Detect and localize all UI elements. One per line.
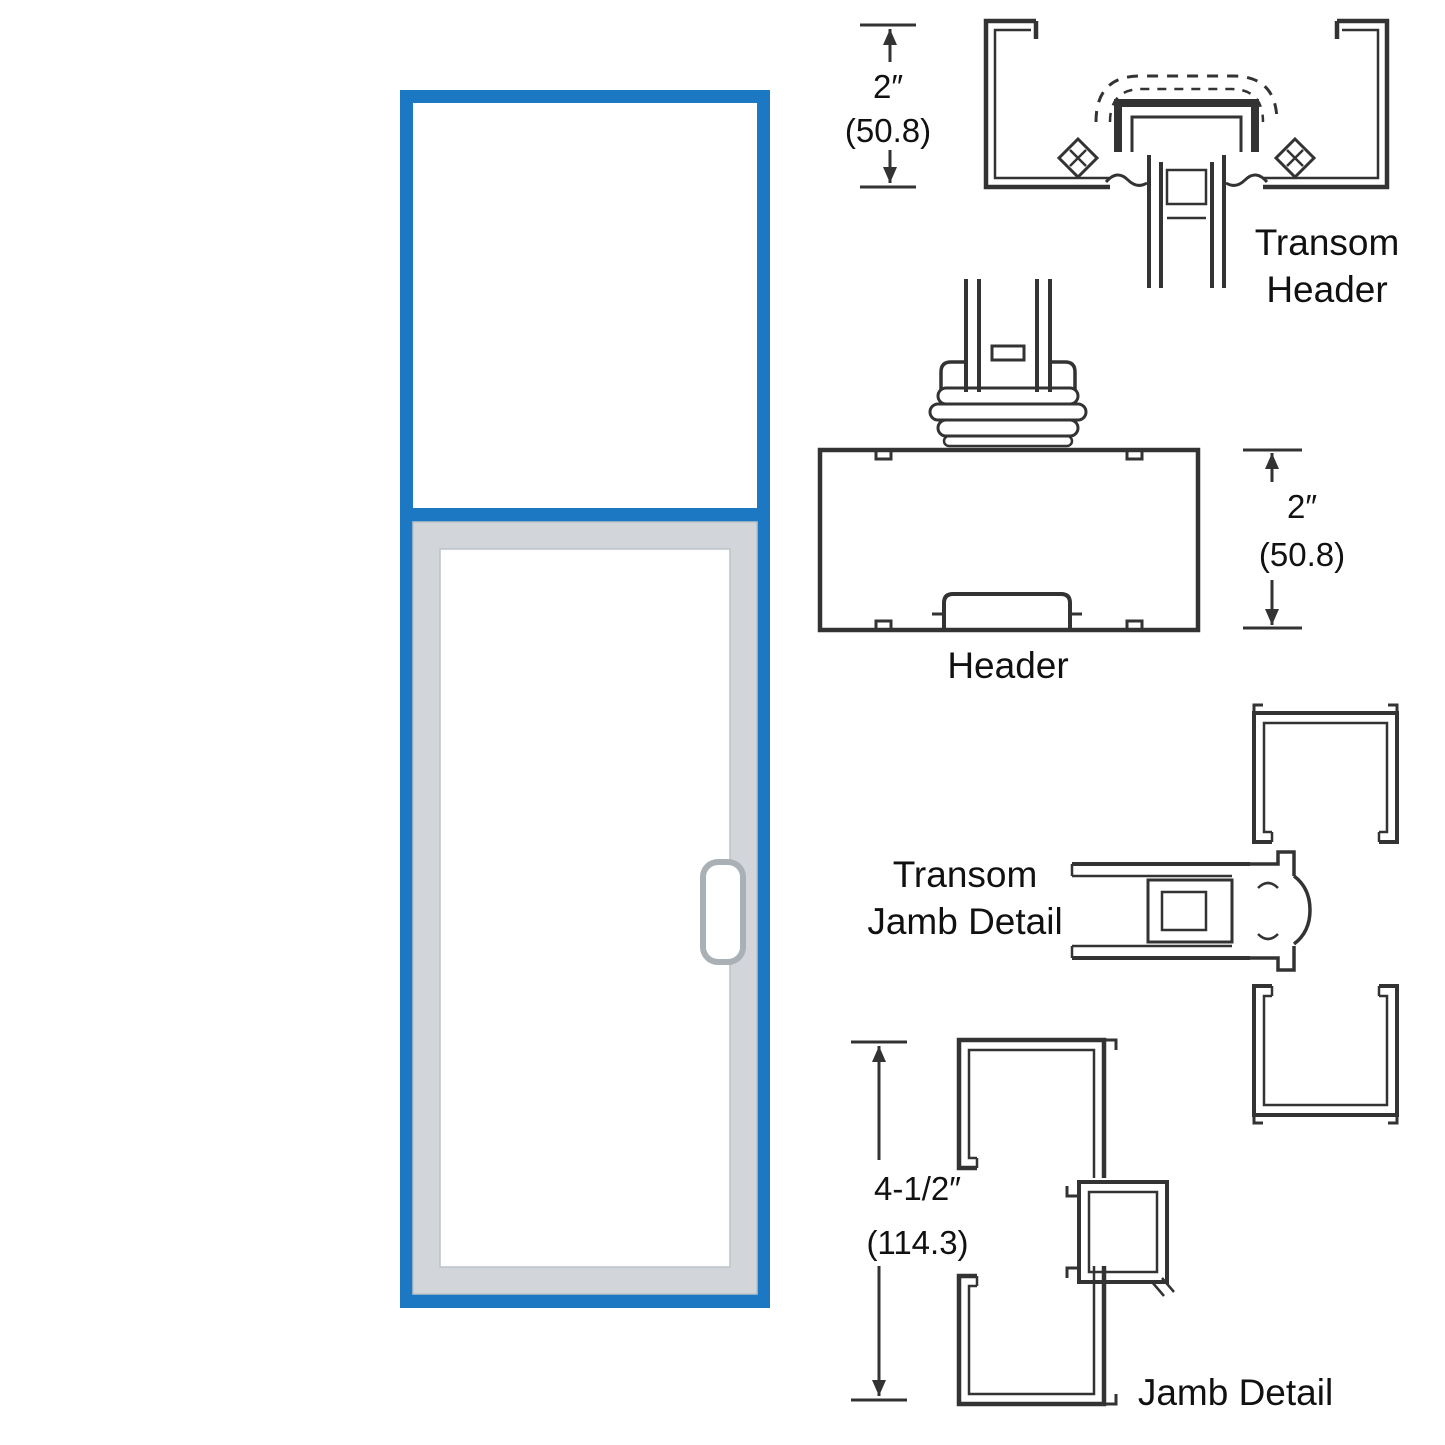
jamb-top-channel <box>956 1037 1107 1178</box>
transom-jamb-label: Transom Jamb Detail <box>845 851 1085 946</box>
transom-header-left-channel <box>983 18 1110 190</box>
transom-jamb-detail <box>1070 703 1399 1125</box>
elevation-frame-divider <box>400 508 770 522</box>
elevation-frame-right <box>757 90 770 1308</box>
transom-header-label-line2: Header <box>1266 269 1388 311</box>
transom-header-detail <box>860 18 1390 288</box>
transom-header-right-channel <box>1263 18 1390 190</box>
door-glass <box>439 548 731 1268</box>
transom-header-label: Transom Header <box>1222 219 1432 314</box>
transom-header-label-line1: Transom <box>1254 222 1400 263</box>
transom-jamb-bar <box>1070 850 1312 972</box>
header-label: Header <box>947 645 1069 686</box>
jamb-dim-mm: (114.3) <box>866 1224 969 1261</box>
header-dim-inches: 2″ <box>1286 488 1318 525</box>
header-door-stop <box>942 592 1072 630</box>
header-glass <box>964 279 1052 392</box>
transom-jamb-label-line2: Jamb Detail <box>867 901 1063 943</box>
jamb-dim-inches: 4-1/2″ <box>874 1170 961 1207</box>
jamb-label: Jamb Detail <box>1137 1372 1334 1413</box>
door-handle <box>700 859 746 965</box>
transom-header-mullion <box>1147 155 1226 288</box>
elevation-frame-bottom <box>400 1294 770 1308</box>
header-dim-mm: (50.8) <box>1258 536 1346 573</box>
jamb-dimension-arrow <box>851 1040 907 1402</box>
jamb-bottom-channel <box>956 1266 1107 1407</box>
transom-jamb-label-line1: Transom <box>892 854 1038 895</box>
transom-header-dimension-arrow <box>860 23 916 189</box>
transom-header-dim-mm: (50.8) <box>844 112 932 149</box>
transom-glass-panel <box>413 103 757 508</box>
transom-jamb-bottom-channel <box>1252 984 1399 1117</box>
header-dimension-arrow <box>1243 448 1302 630</box>
jamb-detail <box>851 1037 1175 1407</box>
header-detail <box>817 279 1302 633</box>
door-elevation <box>400 90 770 1308</box>
transom-jamb-top-channel <box>1252 711 1399 844</box>
elevation-frame-top <box>400 90 770 103</box>
jamb-tube <box>1077 1180 1169 1284</box>
transom-header-cap <box>1114 99 1259 152</box>
elevation-frame-left <box>400 90 413 1308</box>
header-tube <box>817 447 1201 633</box>
transom-header-dim-inches: 2″ <box>872 68 904 105</box>
